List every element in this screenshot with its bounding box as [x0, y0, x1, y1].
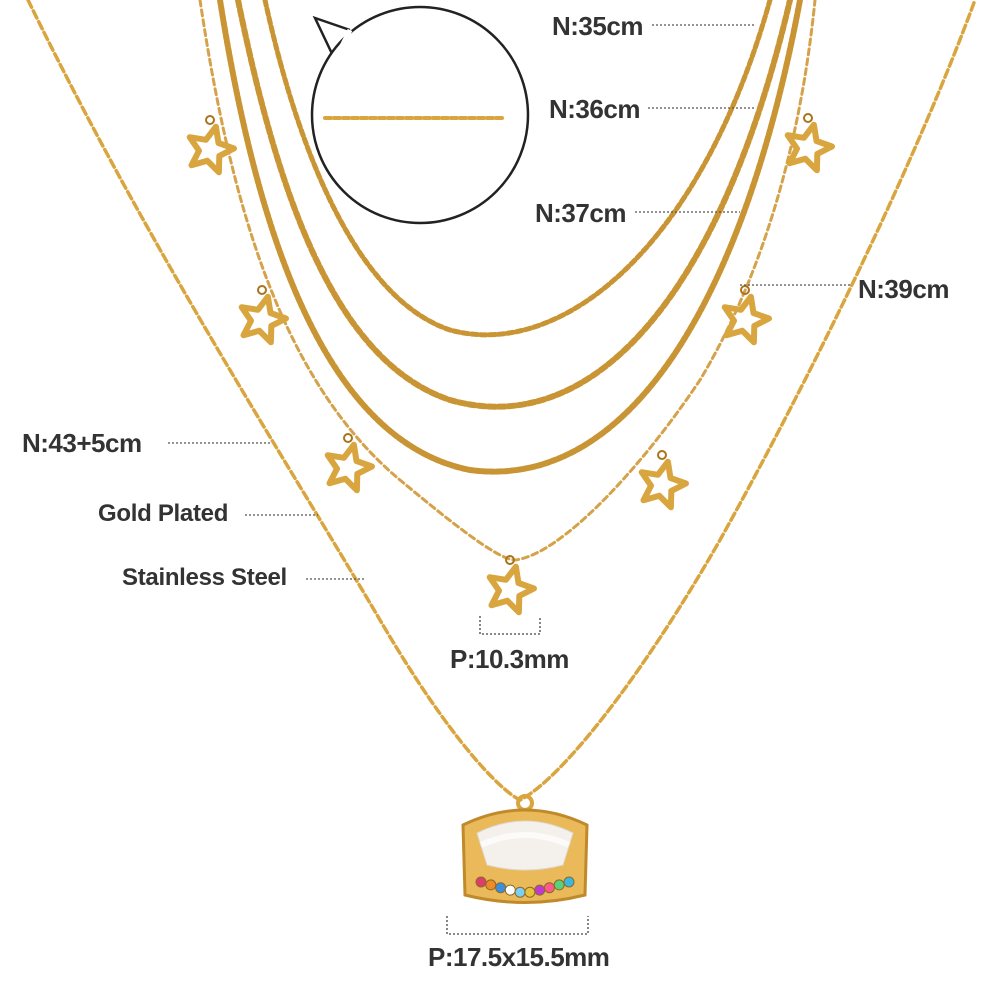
star-charm-bail	[657, 450, 667, 460]
shell-pendant	[461, 794, 589, 904]
star-charms	[186, 113, 835, 616]
gem	[524, 886, 536, 898]
leader-lines	[168, 24, 852, 580]
gem	[475, 876, 487, 888]
gem	[514, 886, 526, 898]
extension-callout	[310, 5, 530, 225]
star-charm-bail	[257, 285, 267, 295]
label-n43: N:43+5cm	[22, 428, 142, 458]
gem	[534, 884, 546, 896]
gem-row	[475, 876, 575, 898]
star-charm	[638, 458, 689, 511]
star-charm-bail	[740, 285, 750, 295]
gem	[563, 876, 575, 888]
star-charm-bail	[205, 115, 215, 125]
gem	[504, 884, 516, 896]
star-charm	[486, 563, 537, 616]
chain-36cm	[235, 0, 793, 410]
gem	[495, 882, 507, 894]
gem	[553, 879, 565, 891]
chain-39cm	[198, 0, 817, 562]
star-charm	[784, 121, 835, 174]
label-n36: N:36cm	[549, 94, 640, 124]
gem	[485, 879, 497, 891]
label-shell-pendant-size: P:17.5x15.5mm	[428, 942, 610, 972]
star-charm	[324, 441, 375, 494]
star-charm	[238, 293, 289, 346]
label-n39: N:39cm	[858, 274, 949, 304]
label-stainless-steel: Stainless Steel	[122, 564, 287, 591]
star-charm-bail	[343, 433, 353, 443]
chain-37cm	[217, 0, 803, 475]
measure-brackets	[446, 616, 589, 935]
chain-35cm	[262, 0, 773, 338]
star-charm-bail	[505, 555, 515, 565]
label-gold-plated: Gold Plated	[98, 500, 229, 527]
label-n35: N:35cm	[552, 11, 643, 41]
gem	[543, 882, 555, 894]
label-n37: N:37cm	[535, 198, 626, 228]
label-star-pendant-size: P:10.3mm	[450, 644, 569, 674]
star-charm-bail	[803, 113, 813, 123]
star-charm	[721, 293, 772, 346]
star-charm	[186, 123, 237, 176]
